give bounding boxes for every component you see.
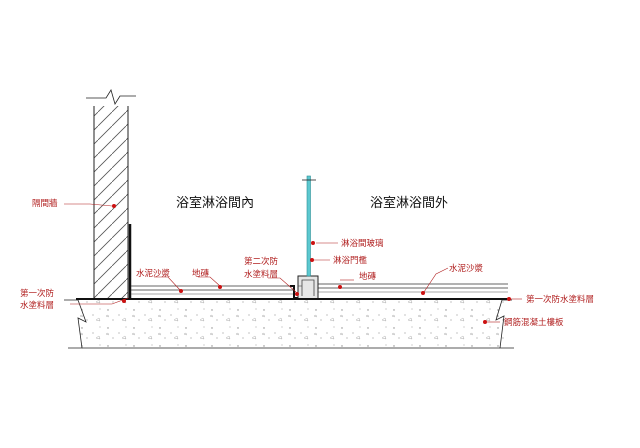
label-second-waterproof-line1: 第二次防 xyxy=(244,256,279,267)
leaders xyxy=(64,203,522,323)
second-waterproof-line xyxy=(290,285,300,299)
inside-title: 浴室淋浴間內 xyxy=(176,195,254,211)
label-first-waterproof-left-line2: 水塗料層 xyxy=(20,300,54,311)
floor-layers-right xyxy=(316,283,508,293)
shower-threshold xyxy=(297,275,319,298)
outside-title: 浴室淋浴間外 xyxy=(370,195,448,211)
label-shower-glass: 淋浴間玻璃 xyxy=(341,238,384,249)
label-partition-wall: 隔間牆 xyxy=(32,198,58,209)
shower-glass xyxy=(302,175,316,277)
leader-dots xyxy=(112,204,511,324)
floor-layers-left xyxy=(131,285,293,295)
label-rc-slab: 鋼筋混凝土樓板 xyxy=(504,317,564,328)
label-floor-tile-right: 地磚 xyxy=(359,271,377,282)
label-cement-mortar-left: 水泥沙漿 xyxy=(136,268,171,279)
label-second-waterproof-line2: 水塗料層 xyxy=(244,269,278,280)
label-floor-tile-left: 地磚 xyxy=(192,268,210,279)
partition-wall xyxy=(86,89,136,298)
label-shower-threshold: 淋浴門檻 xyxy=(333,255,368,266)
label-first-waterproof-right: 第一次防水塗料層 xyxy=(526,294,594,305)
label-first-waterproof-left-line1: 第一次防 xyxy=(20,288,55,299)
rc-slab xyxy=(64,299,514,349)
label-cement-mortar-right: 水泥沙漿 xyxy=(449,263,484,274)
